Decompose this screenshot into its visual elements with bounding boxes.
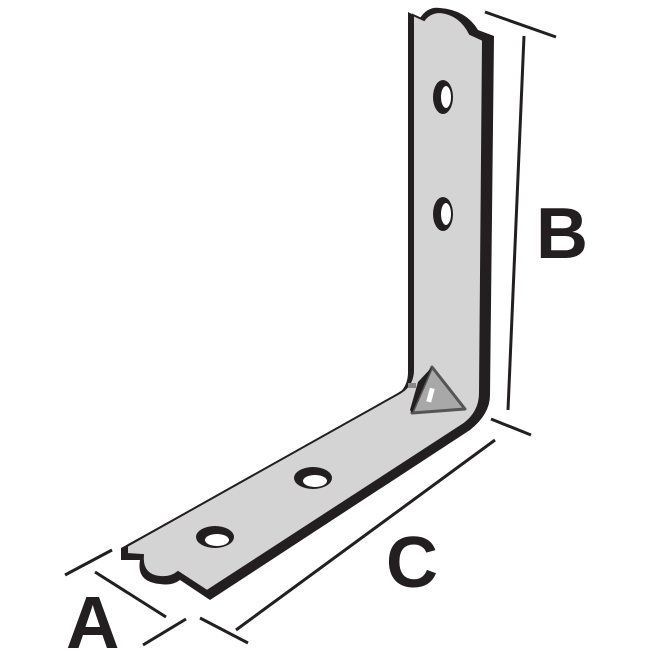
hole-horizontal-1 [294, 467, 332, 489]
bracket [121, 7, 494, 600]
dimension-label-a: A [66, 581, 120, 650]
vertical-leg-holes [433, 80, 453, 231]
dimension-lines [64, 10, 557, 647]
dimension-label-b: B [536, 194, 588, 274]
reinforcement-rib [408, 365, 467, 415]
hole-vertical-2 [433, 197, 453, 231]
dim-a-extension-top [64, 548, 113, 577]
dim-a-line [94, 570, 167, 619]
bracket-face [126, 10, 485, 593]
dim-b-extension-top [484, 10, 557, 39]
hole-horizontal-2 [196, 526, 234, 548]
dim-b-line [506, 35, 526, 411]
hole-vertical-1 [433, 80, 453, 114]
dim-a-extension-bottom [142, 617, 187, 647]
dim-b-extension-bottom [490, 417, 532, 437]
dim-c-extension-left [199, 616, 249, 645]
dimension-label-c: C [386, 523, 438, 603]
horizontal-leg-holes [196, 467, 332, 548]
dim-c-line [235, 438, 496, 632]
